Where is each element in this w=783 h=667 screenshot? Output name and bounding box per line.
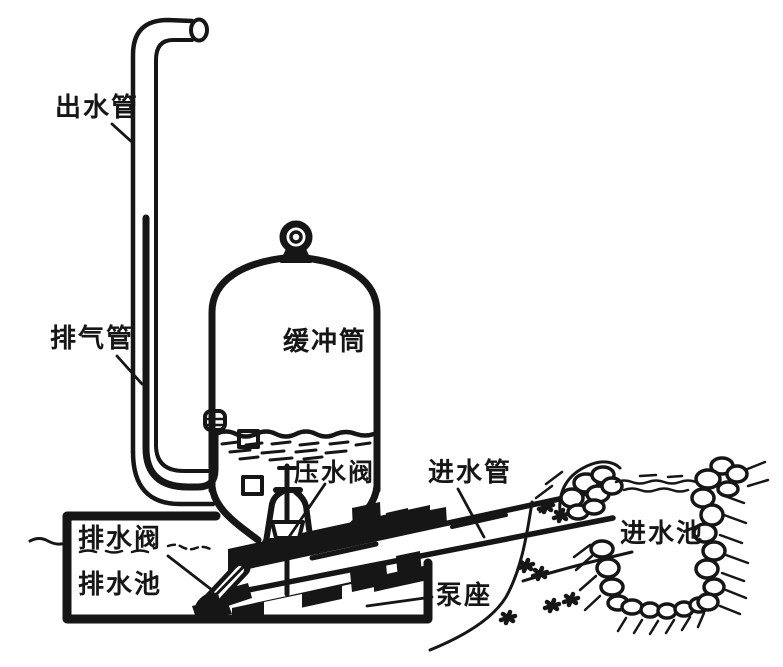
leader-lines xyxy=(110,122,486,608)
label-inlet-pool: 进水池 xyxy=(620,519,704,548)
label-buffer-tank: 缓冲筒 xyxy=(283,326,367,356)
pressure-valve-drawing xyxy=(256,463,319,597)
leader-drain-valve xyxy=(166,554,214,592)
pump-fitting-block xyxy=(386,508,409,537)
label-exhaust-pipe: 排气管 xyxy=(50,323,134,353)
leader-pump-base xyxy=(365,595,434,608)
label-inlet-pipe: 进水管 xyxy=(428,458,512,487)
terrain-drawing xyxy=(428,498,634,652)
tank-knob-ring xyxy=(279,220,313,254)
outlet-pipe-mouth xyxy=(189,17,209,43)
leader-pressure-valve xyxy=(287,482,327,539)
stone-berm xyxy=(558,460,624,521)
pump-base-drawing xyxy=(232,551,428,624)
pump-body-drawing xyxy=(228,502,447,571)
inlet-pipe-shadow xyxy=(309,541,379,561)
pool-hatching xyxy=(534,460,770,636)
valve-seat xyxy=(256,538,319,554)
drain-pool-water-mark xyxy=(28,537,68,546)
inlet-pool-drawing xyxy=(534,456,770,636)
pool-water xyxy=(614,473,698,493)
leader-inlet-pipe xyxy=(456,487,486,539)
leader-exhaust-pipe xyxy=(115,354,144,386)
pool-right-wall xyxy=(690,456,749,612)
label-pump-base: 泵座 xyxy=(436,580,492,610)
pump-fitting-block xyxy=(352,502,381,530)
labels: 出水管 排气管 缓冲筒 压水阀 进水管 进水池 排水阀 排水池 泵座 xyxy=(50,93,704,610)
drain-pool-drawing xyxy=(28,511,433,624)
outlet-pipe-drawing xyxy=(130,17,216,507)
label-outlet-pipe: 出水管 xyxy=(55,93,139,122)
label-pressure-valve: 压水阀 xyxy=(294,459,375,487)
leader-outlet-pipe xyxy=(110,122,135,145)
drain-valve-drawing xyxy=(192,559,252,618)
label-drain-valve: 排水阀 xyxy=(78,524,162,553)
inlet-pipe-shadow xyxy=(450,513,508,529)
exhaust-pipe-drawing xyxy=(142,214,264,496)
plant-tufts xyxy=(498,498,581,626)
pool-bottom xyxy=(620,596,710,620)
pipe-clamp-lower xyxy=(241,475,264,496)
tank-water-surface xyxy=(213,429,377,462)
drain-pool-water-dashes xyxy=(78,549,150,554)
label-drain-pool: 排水池 xyxy=(78,570,162,599)
